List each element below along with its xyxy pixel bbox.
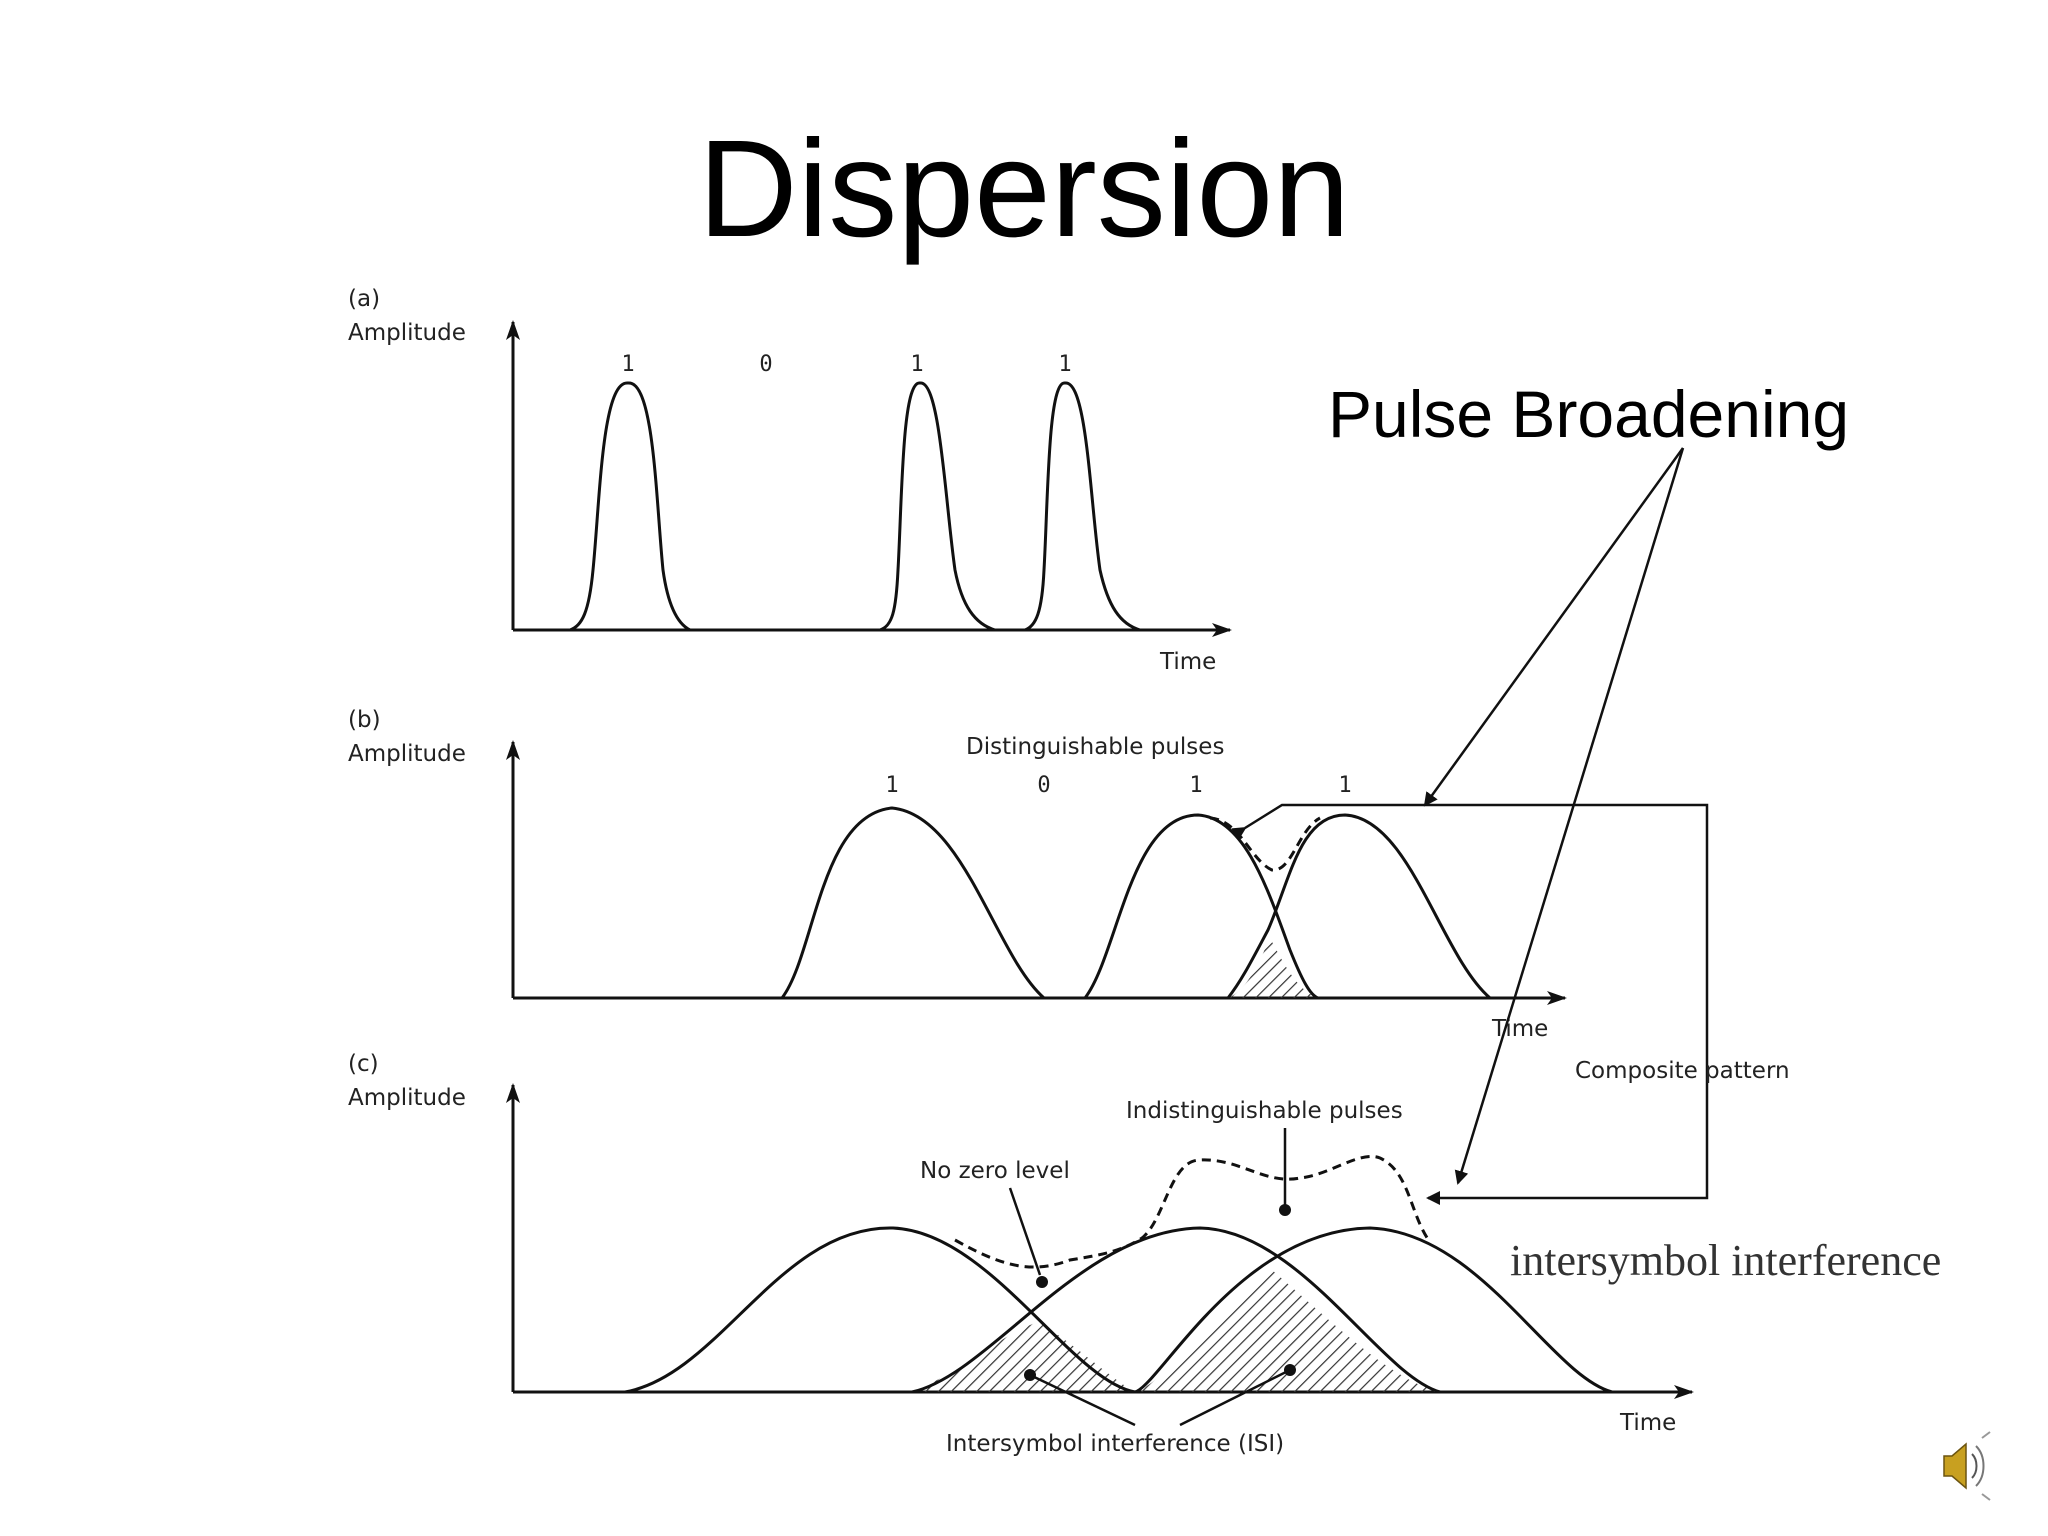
panel-b-bit-4: 1 <box>1338 773 1351 798</box>
pulse-broadening-label: Pulse Broadening <box>1328 377 1849 451</box>
panel-c-y-label: Amplitude <box>348 1085 466 1111</box>
panel-b: (b) Amplitude Time Distinguishable pulse… <box>348 707 1567 1042</box>
panel-a-pulse-3 <box>1024 381 1141 632</box>
pulse-broadening-arrow-1 <box>1423 447 1685 807</box>
speaker-icon[interactable] <box>1943 1431 1991 1501</box>
panel-b-x-label: Time <box>1491 1016 1548 1042</box>
panel-c-overlap-hatch-2 <box>1135 1270 1440 1392</box>
pulse-broadening-callout: Pulse Broadening <box>1328 377 1849 1185</box>
panel-c: (c) Amplitude Time Indistinguishable pul… <box>348 1051 1694 1457</box>
panel-c-no-zero-dot <box>1036 1276 1048 1288</box>
composite-pattern-label: Composite pattern <box>1575 1058 1790 1084</box>
pulse-broadening-arrow-2 <box>1454 447 1685 1185</box>
panel-c-pulse-2 <box>911 1226 1441 1394</box>
panel-b-bit-3: 1 <box>1189 773 1202 798</box>
panel-c-indistinguishable-dot <box>1279 1204 1291 1216</box>
composite-pattern-bracket: Composite pattern <box>1231 803 1790 1205</box>
panel-c-isi-leader-1 <box>1029 1373 1136 1427</box>
panel-b-bit-1: 1 <box>885 773 898 798</box>
panel-c-no-zero-leader <box>1008 1187 1042 1276</box>
composite-bracket-line <box>1231 803 1709 1205</box>
panel-a-pulse-2 <box>879 381 996 632</box>
panel-c-note-isi: Intersymbol interference (ISI) <box>946 1431 1284 1457</box>
panel-b-overlap-hatch <box>1228 938 1318 998</box>
panel-c-pulse-3 <box>1134 1226 1613 1394</box>
panel-c-isi-leader-2 <box>1179 1368 1291 1427</box>
slide-title: Dispersion <box>698 112 1350 266</box>
panel-a-pulse-1 <box>569 381 691 632</box>
panel-b-y-label: Amplitude <box>348 741 466 767</box>
panel-c-note-no-zero: No zero level <box>920 1158 1070 1184</box>
panel-c-label: (c) <box>348 1051 379 1077</box>
panel-a-bit-3: 1 <box>910 352 923 377</box>
panel-c-note-indistinguishable: Indistinguishable pulses <box>1126 1098 1403 1124</box>
panel-a-y-label: Amplitude <box>348 320 466 346</box>
isi-note: intersymbol interference <box>1510 1236 1941 1285</box>
panel-b-pulse-1 <box>780 806 1045 1000</box>
panel-c-x-label: Time <box>1619 1410 1676 1436</box>
panel-a-label: (a) <box>348 286 380 312</box>
panel-b-label: (b) <box>348 707 381 733</box>
panel-a-x-label: Time <box>1159 649 1216 675</box>
panel-a-bit-2: 0 <box>759 352 772 377</box>
panel-b-bit-2: 0 <box>1037 773 1050 798</box>
panel-c-overlap-hatch-1 <box>912 1322 1135 1392</box>
panel-a: (a) Amplitude Time 1 0 1 1 <box>348 286 1232 675</box>
panel-a-bit-4: 1 <box>1058 352 1071 377</box>
panel-a-bit-1: 1 <box>621 352 634 377</box>
panel-c-pulse-1 <box>624 1226 1136 1394</box>
panel-b-note-distinguishable: Distinguishable pulses <box>966 734 1224 760</box>
